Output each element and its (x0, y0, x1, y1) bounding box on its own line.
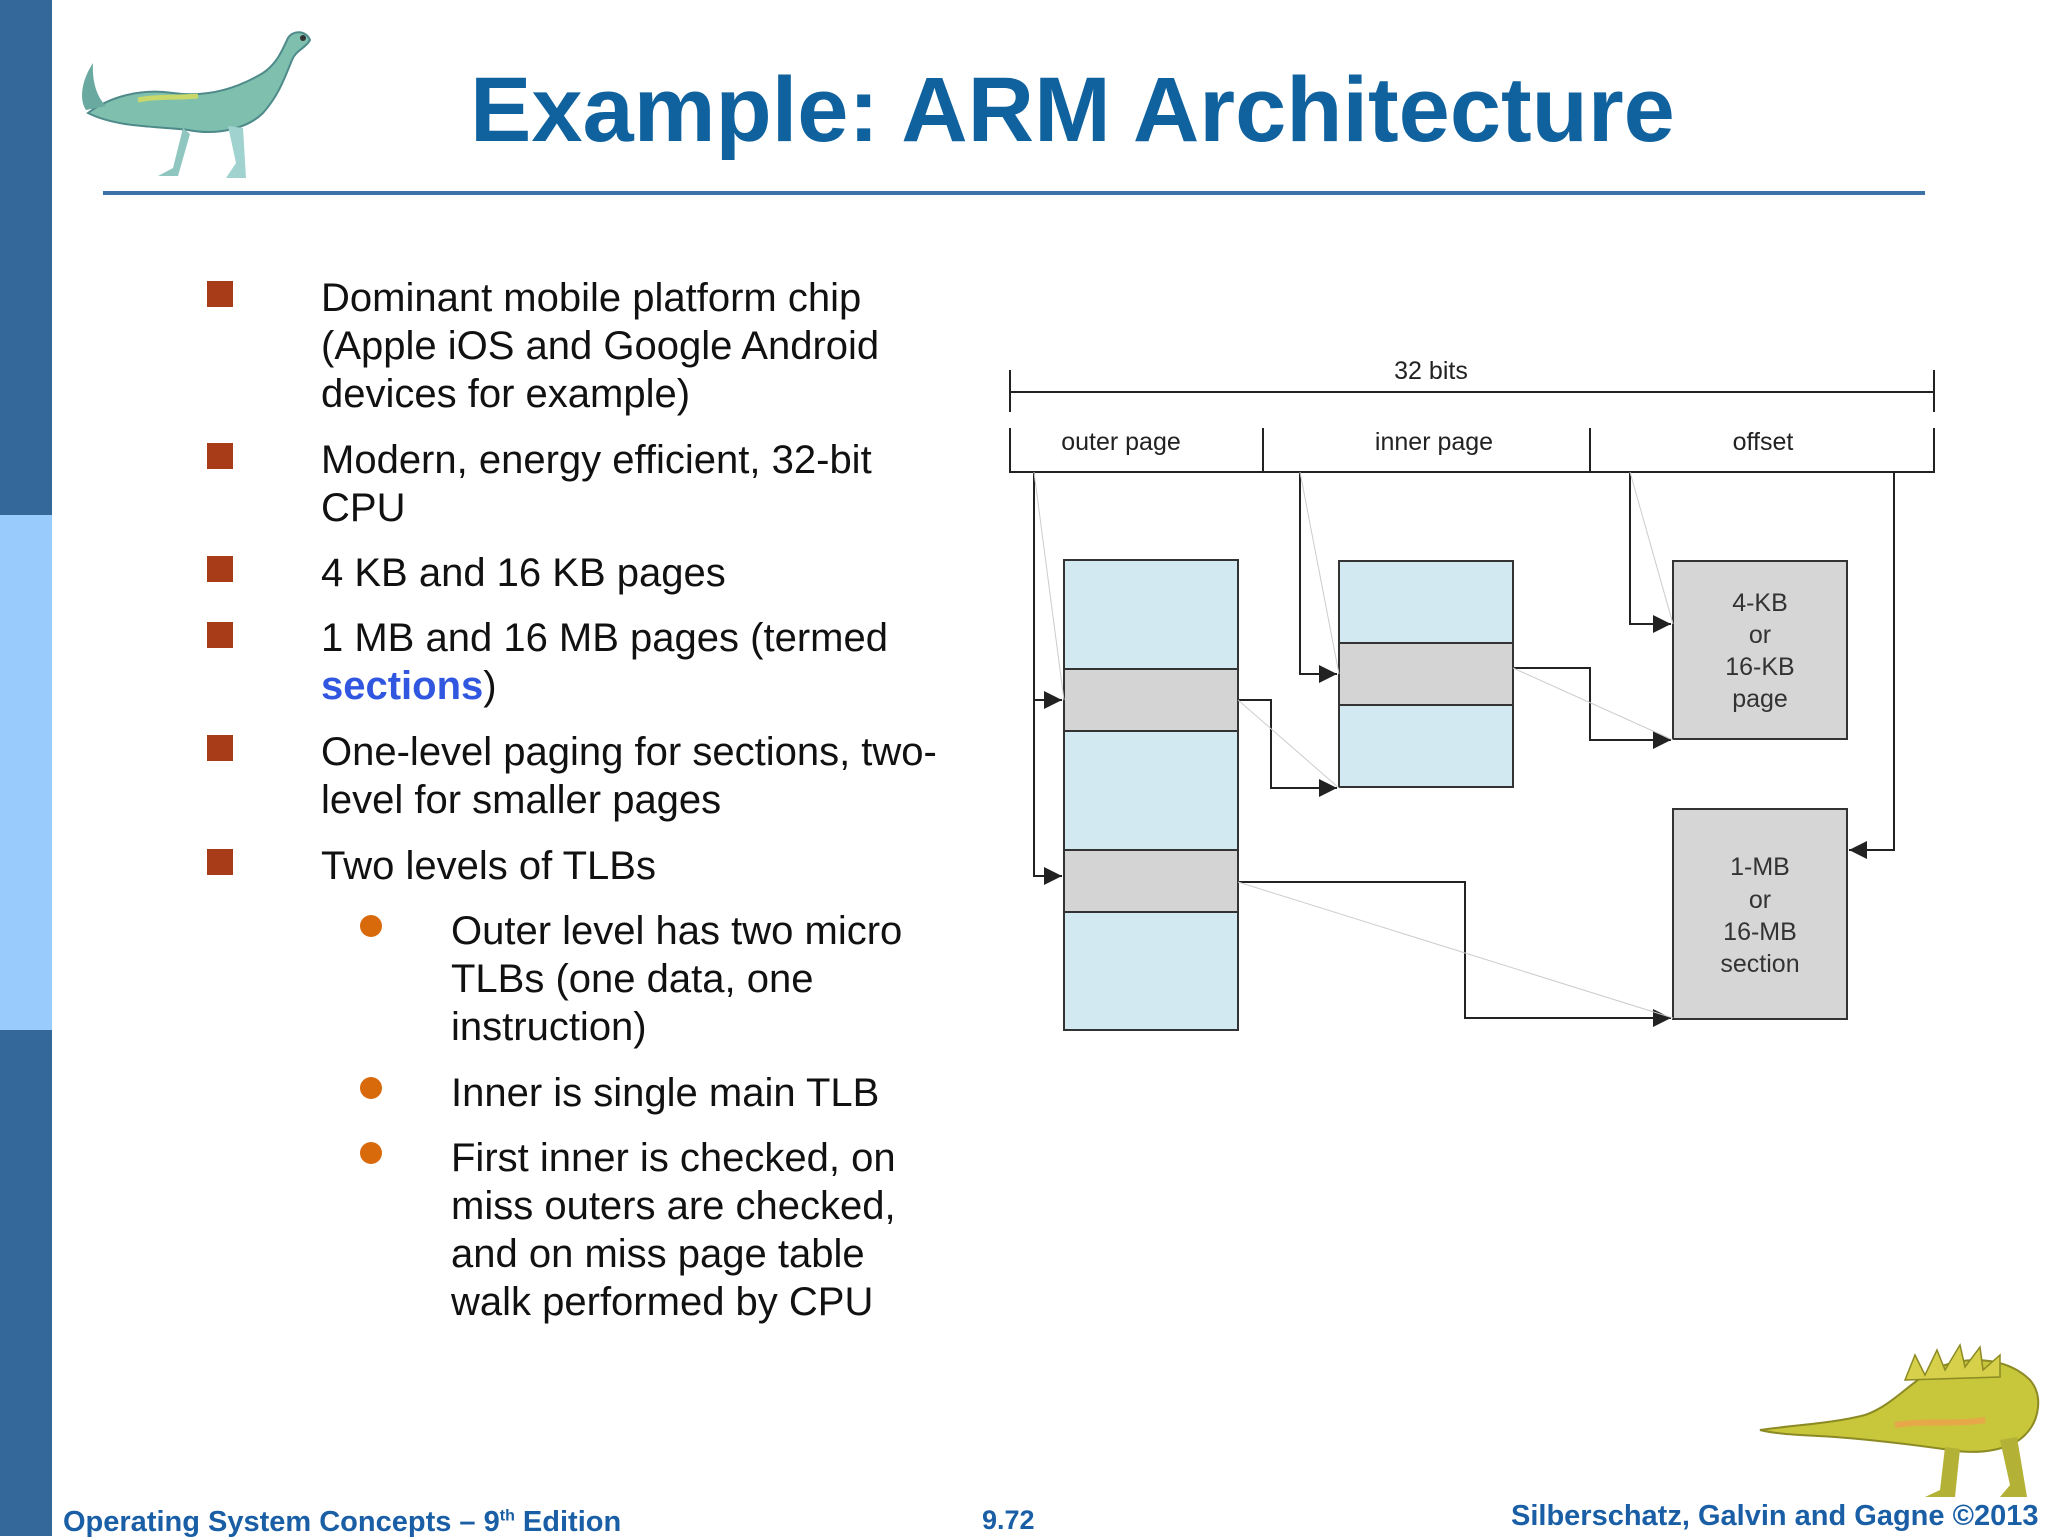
bullet-line: Two levels of TLBs (321, 844, 656, 888)
bullet-line: miss outers are checked, (451, 1184, 896, 1228)
page-box-label: page (1732, 685, 1788, 713)
round-bullet-icon (360, 915, 382, 937)
slide-title: Example: ARM Architecture (470, 59, 1675, 161)
bullet-line: CPU (321, 486, 406, 530)
dinosaur-footer-icon (1759, 1343, 2040, 1497)
title-divider (103, 191, 1925, 195)
square-bullet-icon (207, 281, 233, 307)
width-label: 32 bits (1394, 357, 1468, 385)
page-box-label: 16-KB (1725, 653, 1794, 681)
section-box-label: 1-MB (1730, 853, 1790, 881)
page-box-label: or (1749, 621, 1771, 649)
square-bullet-icon (207, 556, 233, 582)
square-bullet-icon (207, 849, 233, 875)
bullet-text: 4 KB and 16 KB pages (321, 549, 726, 597)
field-offset: offset (1733, 428, 1794, 456)
outer-page-table (1063, 559, 1239, 1031)
section-box-label: or (1749, 886, 1771, 914)
outer-table-entry (1063, 849, 1239, 913)
bullet-text: Modern, energy efficient, 32-bit CPU (321, 436, 872, 532)
square-bullet-icon (207, 622, 233, 648)
sidebar-top-band (0, 0, 52, 515)
bullet-line: Modern, energy efficient, 32-bit (321, 438, 872, 482)
bullet-line: One-level paging for sections, two- (321, 730, 937, 774)
bullet-line: sections) (321, 662, 888, 710)
square-bullet-icon (207, 735, 233, 761)
section-box (1672, 808, 1848, 1020)
bullet-text: Dominant mobile platform chip (Apple iOS… (321, 274, 879, 418)
bullet-line: Dominant mobile platform chip (321, 276, 862, 320)
bullet-text: One-level paging for sections, two- leve… (321, 728, 937, 824)
square-bullet-icon (207, 443, 233, 469)
bullet-line: and on miss page table (451, 1232, 865, 1276)
bullet-line: First inner is checked, on (451, 1136, 896, 1180)
sidebar-bottom-band (0, 1030, 52, 1536)
bullet-line: devices for example) (321, 372, 691, 416)
bullet-line: walk performed by CPU (451, 1280, 874, 1324)
footer-title-sup: th (499, 1507, 515, 1525)
round-bullet-icon (360, 1142, 382, 1164)
bullet-text: Two levels of TLBs (321, 842, 656, 890)
inner-table-entry (1338, 642, 1514, 706)
bullet-text: 1 MB and 16 MB pages (termed sections) (321, 614, 888, 710)
bullet-line: TLBs (one data, one (451, 957, 814, 1001)
highlight-term: sections (321, 664, 484, 708)
bullet-line: (Apple iOS and Google Android (321, 324, 880, 368)
footer-title-end: Edition (514, 1506, 622, 1538)
dinosaur-logo-icon (82, 31, 312, 178)
footer-title-main: Operating System Concepts – 9 (63, 1506, 500, 1538)
bullet-line-tail: ) (483, 664, 497, 708)
bullet-line: Outer level has two micro (451, 909, 903, 953)
footer-authors: Silberschatz, Galvin and Gagne ©2013 (1511, 1500, 2039, 1532)
bullet-line: 4 KB and 16 KB pages (321, 551, 726, 595)
footer-book-title: Operating System Concepts – 9th Edition (63, 1506, 621, 1539)
sidebar-middle-band (0, 515, 52, 1030)
bullet-line: instruction) (451, 1005, 647, 1049)
subbullet-text: Inner is single main TLB (451, 1069, 879, 1117)
section-box-label: section (1720, 950, 1799, 978)
page-number: 9.72 (982, 1505, 1035, 1535)
field-inner-page: inner page (1375, 428, 1493, 456)
page-box (1672, 560, 1848, 740)
subbullet-text: Outer level has two micro TLBs (one data… (451, 907, 902, 1051)
bullet-line: 1 MB and 16 MB pages (termed (321, 616, 888, 660)
field-outer-page: outer page (1061, 428, 1181, 456)
bullet-line: Inner is single main TLB (451, 1071, 880, 1115)
outer-table-entry (1063, 668, 1239, 732)
round-bullet-icon (360, 1077, 382, 1099)
page-box-label: 4-KB (1732, 589, 1788, 617)
subbullet-text: First inner is checked, on miss outers a… (451, 1134, 896, 1326)
bullet-line: level for smaller pages (321, 778, 722, 822)
section-box-label: 16-MB (1723, 918, 1797, 946)
